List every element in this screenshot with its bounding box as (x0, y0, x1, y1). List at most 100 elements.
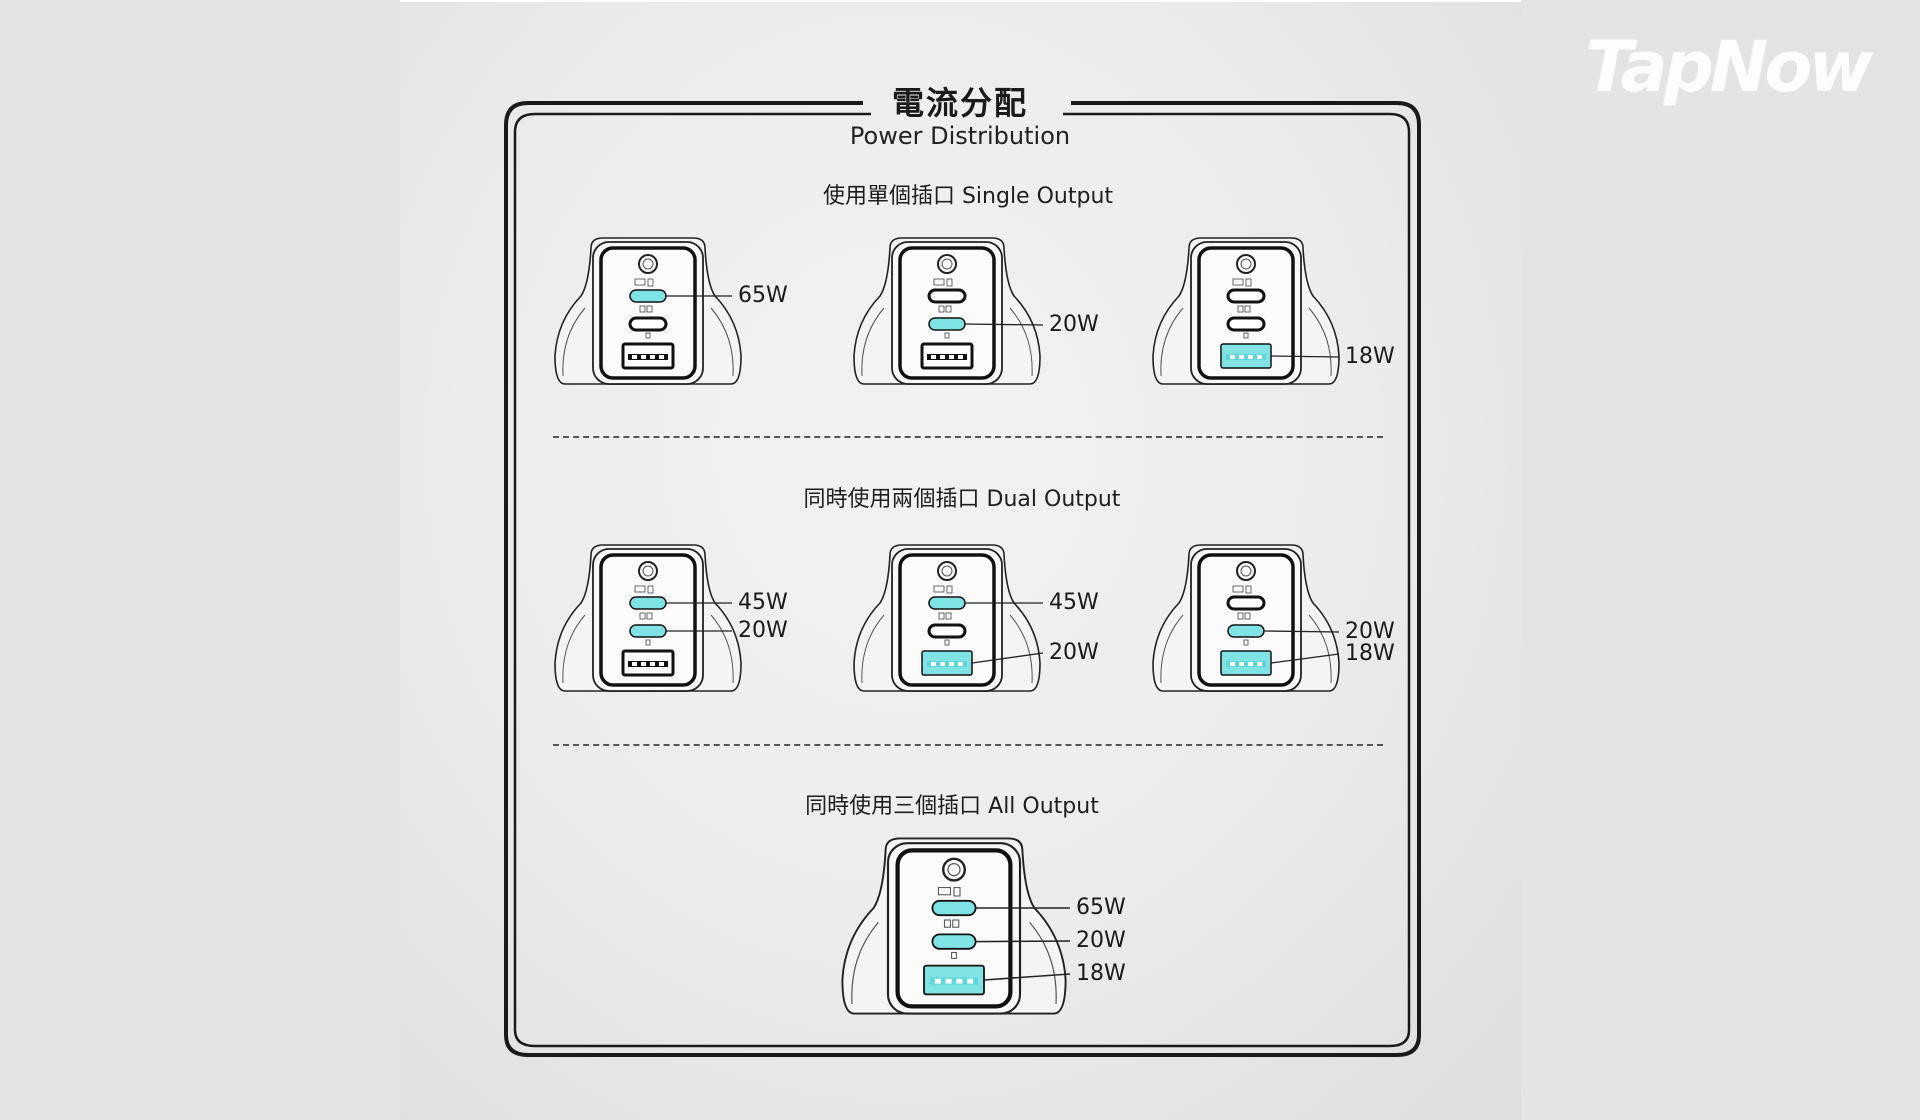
usb-a-pin (650, 355, 655, 359)
phone-mini-icon (647, 585, 654, 594)
phone-mini-icon (1243, 332, 1249, 339)
phone-mini-icon (646, 612, 653, 620)
shell-contour-left (861, 307, 885, 377)
section-title-all: 同時使用三個插口 All Output (805, 794, 1099, 819)
led-ring (937, 254, 957, 274)
usb-a-pin (1239, 355, 1244, 359)
usb-c-port-1 (629, 289, 667, 303)
leader-line (1270, 653, 1340, 664)
usb-a-tongue (1226, 354, 1266, 360)
watt-label: 65W (1076, 895, 1126, 920)
watt-label: 65W (738, 283, 788, 308)
section-title-single: 使用單個插口 Single Output (822, 184, 1114, 209)
usb-a-pin (945, 978, 952, 984)
usb-a-pin (931, 662, 936, 666)
led-inner (642, 565, 654, 577)
leader-line (964, 323, 1044, 326)
watt-label: 18W (1345, 344, 1395, 369)
usb-a-pin (659, 355, 664, 359)
led-inner (941, 258, 953, 270)
usb-a-pin (940, 662, 945, 666)
charger-drawing (1152, 237, 1340, 385)
usb-c-port-2 (1226, 316, 1266, 332)
section-title-dual: 同時使用兩個插口 Dual Output (803, 487, 1121, 512)
led-ring (1236, 254, 1256, 274)
divider-2 (553, 744, 1383, 746)
charger-dual-2 (852, 543, 1044, 702)
usb-a-pin (650, 662, 655, 666)
shell-contour-left (562, 614, 586, 684)
leader-line (983, 973, 1071, 981)
charger-drawing (853, 237, 1044, 385)
usb-a-pin (1257, 662, 1262, 666)
watermark-logo: TapNow (1585, 26, 1873, 108)
usb-c-port-1 (1226, 288, 1266, 304)
usb-a-pin (1248, 662, 1253, 666)
phone-mini-icon (646, 305, 653, 313)
laptop-mini-icon (1232, 585, 1244, 593)
charger-single-3 (1151, 236, 1341, 395)
phone-mini-icon (1243, 639, 1249, 646)
charger-dual-1 (553, 543, 743, 702)
usb-c-port-2 (928, 317, 966, 331)
usb-a-pin (641, 662, 646, 666)
usb-a-pin (632, 662, 637, 666)
led-ring (638, 561, 658, 581)
divider-1 (553, 436, 1383, 438)
led-inner (1240, 565, 1252, 577)
title-english: Power Distribution (849, 122, 1071, 150)
phone-mini-icon (946, 278, 953, 287)
watt-label: 20W (1049, 312, 1099, 337)
leader-line (971, 652, 1044, 664)
watt-label: 45W (738, 590, 788, 615)
charger-all-1 (840, 836, 1071, 1026)
led-ring (942, 857, 966, 882)
phone-mini-icon (946, 585, 953, 594)
phone-mini-icon (1245, 278, 1252, 287)
top-strip (400, 0, 1521, 2)
usb-a-pin (659, 662, 664, 666)
laptop-mini-icon (1232, 278, 1244, 286)
led-ring (638, 254, 658, 274)
phone-mini-icon (944, 332, 950, 339)
usb-a-tongue (1226, 661, 1266, 667)
usb-a-pin (934, 978, 941, 984)
usb-a-pin (641, 355, 646, 359)
charger-dual-3 (1151, 543, 1341, 702)
phone-mini-icon (647, 278, 654, 287)
led-inner (947, 863, 961, 877)
watt-label: 18W (1076, 961, 1126, 986)
charger-single-1 (553, 236, 743, 395)
frame-border (503, 100, 1422, 1058)
usb-a-pin (967, 978, 974, 984)
phone-mini-icon (952, 919, 960, 928)
leader-line (975, 940, 1071, 943)
watt-label: 20W (1345, 619, 1395, 644)
led-ring (1236, 561, 1256, 581)
usb-a-pin (931, 355, 936, 359)
usb-a-pin (958, 662, 963, 666)
phone-mini-icon (944, 639, 950, 646)
laptop-mini-icon (634, 278, 646, 286)
phone-mini-icon (1237, 612, 1244, 620)
usb-a-pin (1257, 355, 1262, 359)
usb-a-pin (1239, 662, 1244, 666)
usb-a-pin (956, 978, 963, 984)
shell-contour-right (710, 614, 734, 684)
charger-drawing (1152, 544, 1340, 692)
usb-a-tongue (628, 661, 668, 667)
usb-a-tongue (927, 661, 967, 667)
watt-label: 45W (1049, 590, 1099, 615)
shell-contour-left (562, 307, 586, 377)
phone-mini-icon (639, 612, 646, 620)
watt-label: 20W (1049, 640, 1099, 665)
shell-contour-left (1160, 614, 1184, 684)
shell-contour-left (851, 922, 879, 1005)
watt-label: 18W (1345, 641, 1395, 666)
led-inner (941, 565, 953, 577)
usb-c-port-1 (1226, 595, 1266, 611)
usb-a-pin (940, 355, 945, 359)
usb-a-pin (1248, 355, 1253, 359)
usb-c-port-2 (1227, 624, 1265, 638)
watt-label: 20W (1076, 928, 1126, 953)
